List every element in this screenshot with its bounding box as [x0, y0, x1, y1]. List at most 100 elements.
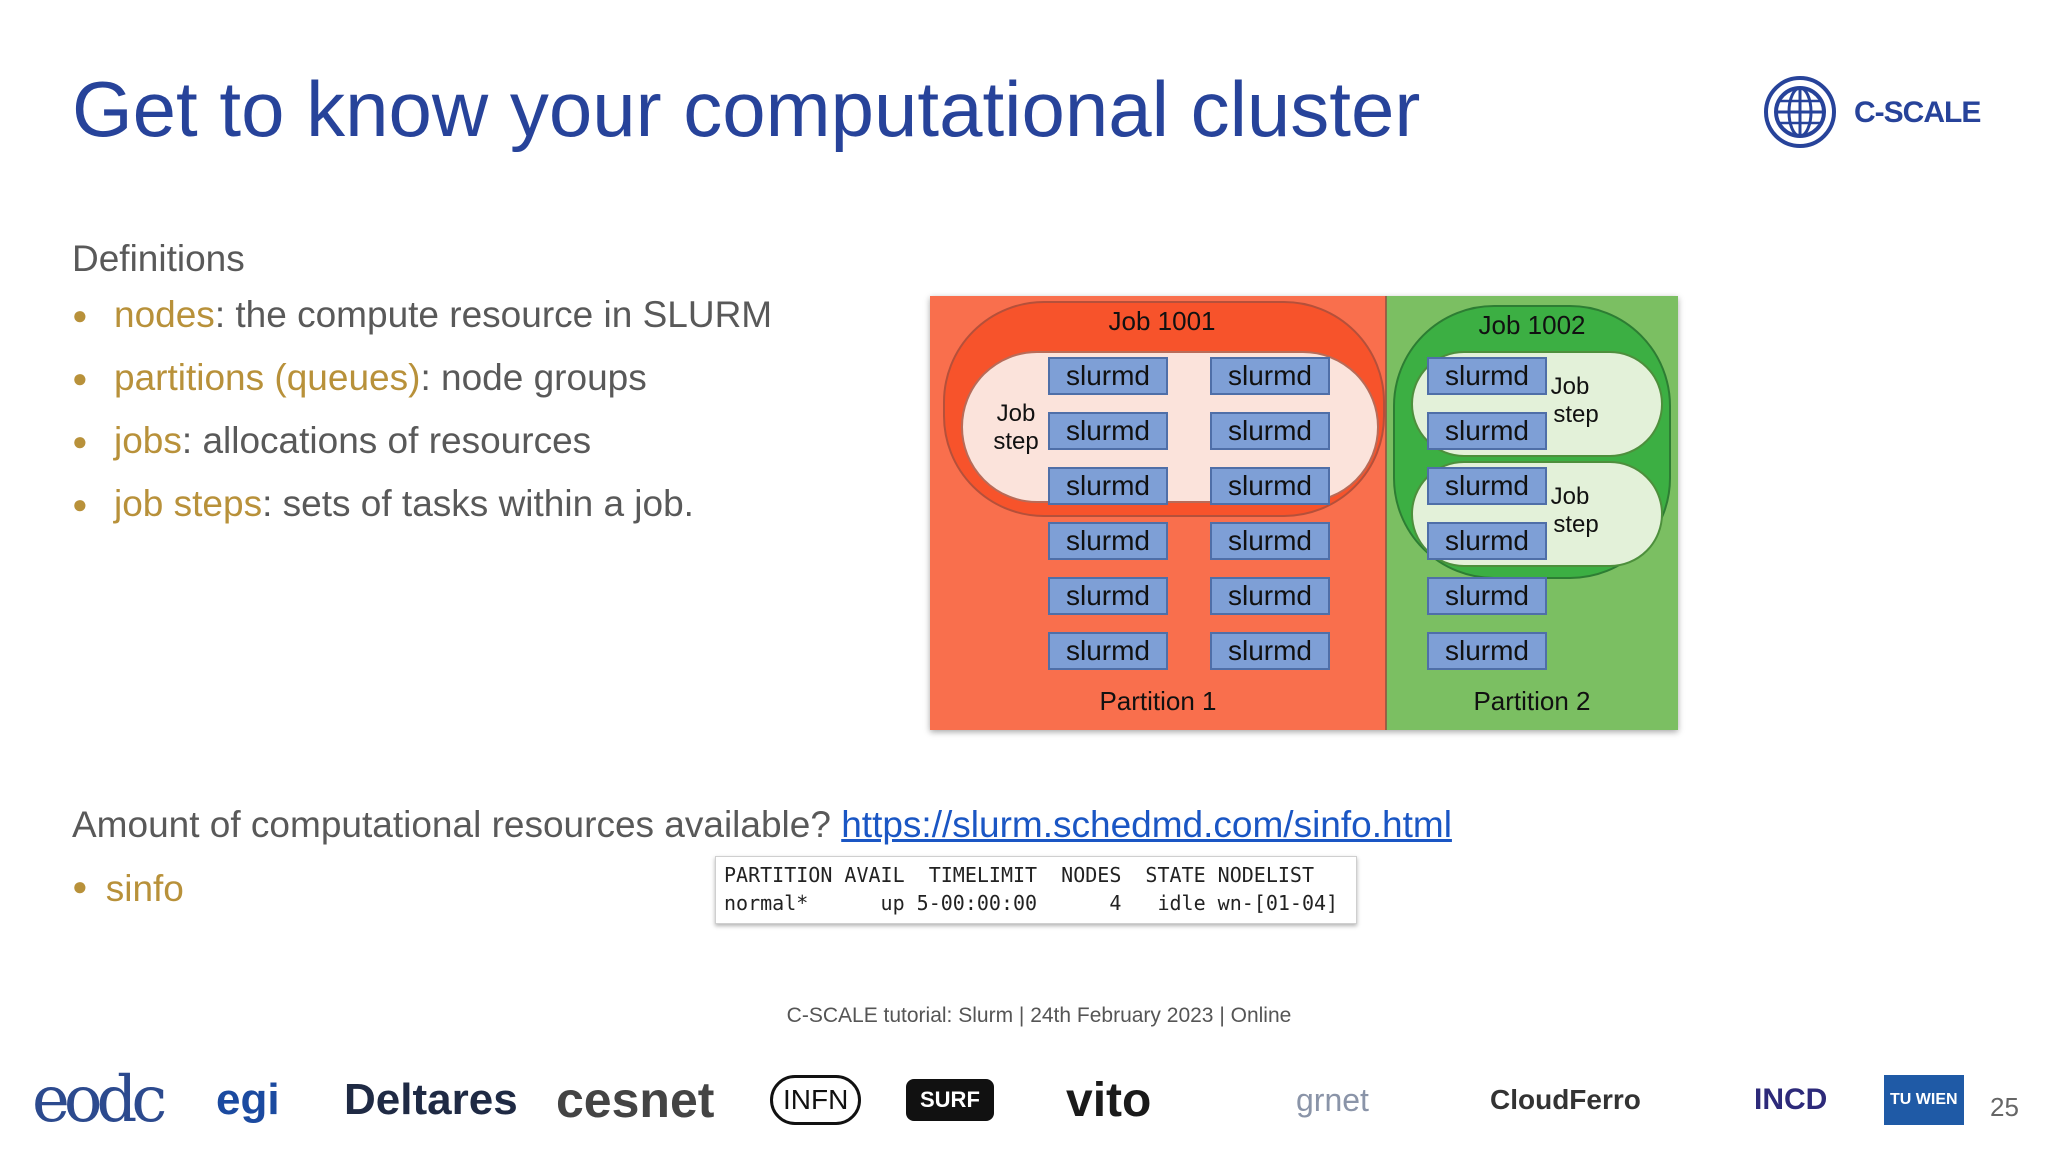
node-box [1048, 522, 1168, 560]
node-label: slurmd [1445, 415, 1529, 446]
node-box [1210, 522, 1330, 560]
node-label: slurmd [1066, 470, 1150, 501]
definition-text: : sets of tasks within a job. [262, 483, 694, 524]
node-box [1427, 357, 1547, 395]
grnet-logo-text: grnet [1296, 1081, 1369, 1118]
node-label: slurmd [1445, 580, 1529, 611]
partner-logo-egi: egi [216, 1064, 280, 1136]
node-label: slurmd [1445, 360, 1529, 391]
partner-logo-cloudferro: CloudFerro [1490, 1064, 1641, 1136]
partner-logo-incd: INCD [1754, 1064, 1827, 1136]
node-label: slurmd [1445, 525, 1529, 556]
egi-logo-text: egi [216, 1075, 280, 1124]
job-step-label: step [993, 428, 1038, 455]
job-step-label: Job [1551, 373, 1590, 400]
job-step-label: step [1553, 401, 1598, 428]
node-label: slurmd [1228, 580, 1312, 611]
bullet-icon: ● [72, 426, 88, 456]
resources-question: Amount of computational resources availa… [72, 804, 1452, 846]
node-label: slurmd [1066, 415, 1150, 446]
cesnet-logo-text: cesnet [556, 1072, 715, 1128]
node-box [1427, 522, 1547, 560]
partner-logo-tuwien: TU WIEN [1884, 1064, 1964, 1136]
list-item: ● partitions (queues): node groups [72, 357, 772, 420]
node-label: slurmd [1445, 470, 1529, 501]
incd-logo-text: INCD [1754, 1083, 1828, 1116]
node-label: slurmd [1228, 415, 1312, 446]
tuwien-logo-text: TU WIEN [1884, 1075, 1964, 1125]
bullet-icon: ● [72, 300, 88, 330]
node-label: slurmd [1066, 360, 1150, 391]
term-jobs: jobs [114, 420, 182, 461]
infn-logo-text: INFN [770, 1075, 862, 1125]
list-item: ● sinfo [72, 868, 184, 910]
surf-logo-text: SURF [906, 1079, 994, 1121]
node-box [1427, 412, 1547, 450]
term-partitions: partitions (queues) [114, 357, 421, 398]
slide-title: Get to know your computational cluster [72, 65, 1421, 153]
resources-question-text: Amount of computational resources availa… [72, 804, 842, 845]
partner-logo-eodc: eodc [32, 1063, 167, 1137]
globe-icon [1764, 76, 1836, 148]
node-box [1427, 632, 1547, 670]
node-box [1048, 412, 1168, 450]
node-box [1210, 357, 1330, 395]
definition-text: : the compute resource in SLURM [214, 294, 773, 335]
node-box [1210, 412, 1330, 450]
eodc-logo-text: eodc [32, 1063, 167, 1137]
node-box [1427, 577, 1547, 615]
deltares-logo-text: Deltares [344, 1075, 518, 1124]
slurm-diagram: Job 1001 Job step Job 1002 Job step Job … [930, 296, 1678, 730]
list-item: ● nodes: the compute resource in SLURM [72, 294, 772, 357]
node-label: slurmd [1228, 360, 1312, 391]
partner-logo-infn: INFN [770, 1064, 862, 1136]
partner-logo-vito: vito [1066, 1064, 1151, 1136]
bullet-icon: ● [72, 871, 88, 901]
node-label: slurmd [1066, 580, 1150, 611]
job-1002-label: Job 1002 [1479, 310, 1586, 340]
term-sinfo: sinfo [105, 868, 184, 909]
cloudferro-logo-text: CloudFerro [1490, 1084, 1641, 1115]
partner-logo-cesnet: cesnet [556, 1064, 714, 1136]
vito-logo-text: vito [1066, 1073, 1152, 1127]
page-number: 25 [1990, 1092, 2019, 1122]
partner-logo-grnet: grnet [1296, 1064, 1369, 1136]
node-label: slurmd [1445, 635, 1529, 666]
node-box [1427, 467, 1547, 505]
partner-logos: eodc egi Deltares cesnet INFN SURF vito … [28, 1063, 1988, 1137]
node-label: slurmd [1066, 525, 1150, 556]
bullet-icon: ● [72, 489, 88, 519]
node-label: slurmd [1066, 635, 1150, 666]
partner-logo-surf: SURF [906, 1064, 994, 1136]
node-box [1210, 577, 1330, 615]
bullet-icon: ● [72, 363, 88, 393]
partition-1-label: Partition 1 [1099, 686, 1216, 716]
sinfo-data-row: normal* up 5-00:00:00 4 idle wn-[01-04] [724, 891, 1339, 915]
node-label: slurmd [1228, 635, 1312, 666]
job-step-label: step [1553, 511, 1598, 538]
definition-text: : node groups [420, 357, 647, 398]
job-1001-label: Job 1001 [1109, 306, 1216, 336]
node-box [1048, 357, 1168, 395]
job-step-label: Job [997, 400, 1036, 427]
node-box [1048, 467, 1168, 505]
cscale-logo: C-SCALE [1762, 74, 2002, 152]
definition-text: : allocations of resources [181, 420, 592, 461]
node-box [1210, 632, 1330, 670]
sinfo-docs-link[interactable]: https://slurm.schedmd.com/sinfo.html [841, 804, 1452, 845]
node-box [1048, 577, 1168, 615]
node-box [1210, 467, 1330, 505]
node-label: slurmd [1228, 470, 1312, 501]
node-box [1048, 632, 1168, 670]
sinfo-header-row: PARTITION AVAIL TIMELIMIT NODES STATE NO… [724, 863, 1315, 887]
term-job-steps: job steps [114, 483, 263, 524]
list-item: ● jobs: allocations of resources [72, 420, 772, 483]
sinfo-output: PARTITION AVAIL TIMELIMIT NODES STATE NO… [715, 856, 1357, 924]
term-nodes: nodes [114, 294, 215, 335]
logo-text: C-SCALE [1854, 96, 1981, 129]
job-step-label: Job [1551, 483, 1590, 510]
partition-2-label: Partition 2 [1473, 686, 1590, 716]
list-item: ● job steps: sets of tasks within a job. [72, 483, 772, 546]
definitions-list: ● nodes: the compute resource in SLURM ● p… [72, 294, 772, 546]
definitions-heading: Definitions [72, 238, 245, 279]
